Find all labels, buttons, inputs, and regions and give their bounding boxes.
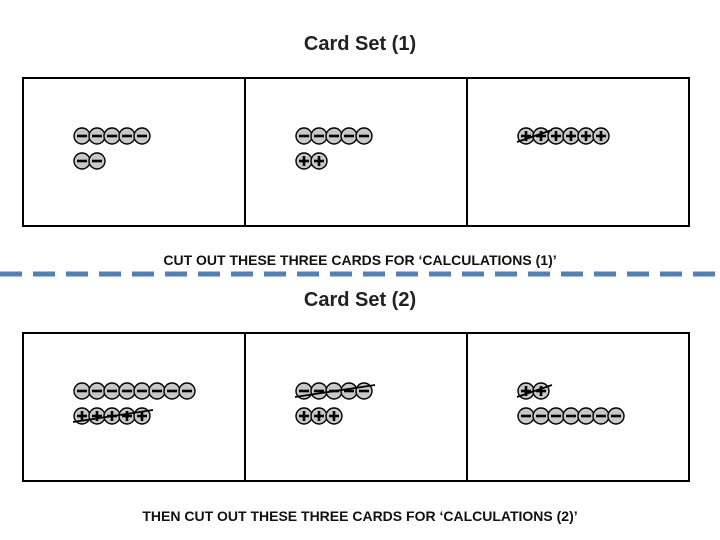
negative-counter (355, 127, 373, 145)
card-set-2-instruction: THEN CUT OUT THESE THREE CARDS FOR ‘CALC… (142, 508, 578, 524)
negative-counter (562, 407, 580, 425)
negative-counter (133, 127, 151, 145)
positive-counter (118, 407, 136, 425)
negative-counter (148, 382, 166, 400)
negative-counter (340, 127, 358, 145)
positive-counter (562, 127, 580, 145)
negative-counter (325, 127, 343, 145)
strike-line (72, 409, 154, 423)
strike-line (516, 129, 553, 143)
card-set-2-card-2 (246, 334, 468, 480)
negative-counter (607, 407, 625, 425)
positive-counter (295, 152, 313, 170)
counters-area (516, 382, 625, 425)
negative-counter (178, 382, 196, 400)
negative-counter (73, 382, 91, 400)
positive-counter (310, 407, 328, 425)
negative-counter (517, 407, 535, 425)
negative-counter (73, 152, 91, 170)
counters-area (73, 127, 151, 170)
card-set-2-title: Card Set (2) (303, 289, 417, 311)
negative-counter (73, 127, 91, 145)
card-set-2-card-1 (24, 334, 246, 480)
counters-area (516, 127, 610, 145)
negative-counter (310, 127, 328, 145)
positive-counter (295, 407, 313, 425)
negative-counter (88, 127, 106, 145)
negative-counter (88, 382, 106, 400)
card-set-1-instruction: CUT OUT THESE THREE CARDS FOR ‘CALCULATI… (163, 252, 557, 268)
negative-counter (118, 382, 136, 400)
negative-counter (577, 407, 595, 425)
positive-counter (325, 407, 343, 425)
positive-counter (310, 152, 328, 170)
negative-counter (88, 152, 106, 170)
counters-area (295, 127, 373, 170)
card-set-1-title: Card Set (1) (303, 33, 417, 55)
positive-counter (577, 127, 595, 145)
negative-counter (133, 382, 151, 400)
strike-line (516, 384, 553, 398)
card-set-2-card-3 (468, 334, 688, 480)
negative-counter (532, 407, 550, 425)
strike-line (294, 384, 376, 398)
negative-counter (592, 407, 610, 425)
negative-counter (295, 127, 313, 145)
counters-area (294, 382, 376, 425)
card-set-1-card-3 (468, 79, 688, 225)
card-set-1-card-2 (246, 79, 468, 225)
cut-line-divider (0, 271, 720, 277)
negative-counter (103, 127, 121, 145)
card-set-1-card-1 (24, 79, 246, 225)
positive-counter (592, 127, 610, 145)
negative-counter (103, 382, 121, 400)
positive-counter (88, 407, 106, 425)
negative-counter (310, 382, 328, 400)
negative-counter (118, 127, 136, 145)
negative-counter (340, 382, 358, 400)
card-set-2-row (22, 332, 690, 482)
card-set-1-row (22, 77, 690, 227)
negative-counter (163, 382, 181, 400)
counters-area (72, 382, 196, 425)
negative-counter (547, 407, 565, 425)
